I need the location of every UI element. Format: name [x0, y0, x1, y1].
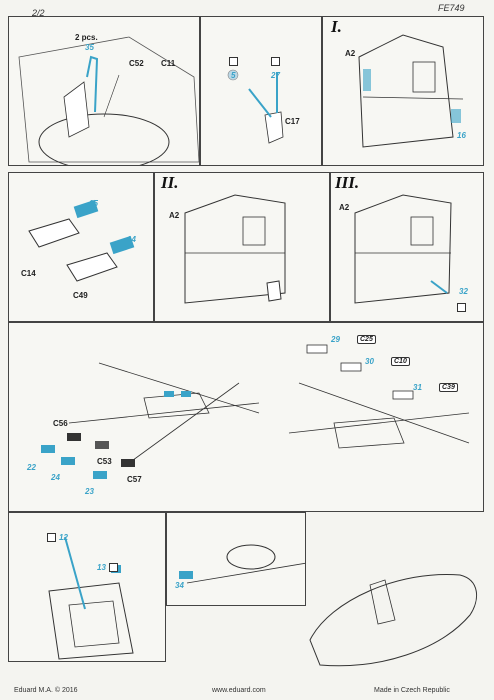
ref-c39: C39 [439, 383, 458, 392]
qty-label: 2 pcs. [75, 33, 98, 42]
part-29: 29 [331, 335, 340, 344]
footer-copyright: Eduard M.A. © 2016 [14, 687, 78, 694]
stick-drawing [227, 69, 284, 144]
part-12: 12 [59, 533, 68, 542]
part-c52: C52 [129, 59, 144, 68]
part-c56: C56 [53, 419, 68, 428]
check-box [457, 303, 466, 312]
nose-drawing [179, 544, 305, 584]
part-c17: C17 [285, 117, 300, 126]
part-35: 35 [85, 43, 94, 52]
panel-step-two: II. A2 [154, 172, 330, 322]
footer-website: www.eduard.com [212, 687, 266, 694]
part-13: 13 [97, 563, 106, 572]
step-three-label: III. [335, 173, 360, 192]
step-one-drawing [358, 34, 464, 148]
ref-c10: C10 [391, 357, 410, 366]
check-box [109, 563, 118, 572]
part-27: 27 [271, 71, 280, 80]
part-30: 30 [365, 357, 374, 366]
part-15: 15 [89, 199, 98, 208]
check-box [229, 57, 238, 66]
part-a2: A2 [345, 49, 356, 58]
panel-nose: 34 [166, 512, 306, 606]
panel-step-one: I. A2 16 [322, 16, 484, 166]
part-c49: C49 [73, 291, 88, 300]
panel-seat: 12 13 [8, 512, 166, 662]
panel-rudder-pedals: 15 14 C14 C49 [8, 172, 154, 322]
page-number: 2/2 [32, 8, 45, 18]
part-23: 23 [85, 487, 94, 496]
part-16: 16 [457, 131, 466, 140]
pedals-drawing [28, 199, 135, 282]
part-22: 22 [27, 463, 36, 472]
panel-cockpit-tub: 2 pcs. 35 C52 C11 [8, 16, 200, 166]
part-c53: C53 [97, 457, 112, 466]
part-c14: C14 [21, 269, 36, 278]
check-box [47, 533, 56, 542]
part-34: 34 [175, 581, 184, 590]
step-three-drawing [354, 194, 452, 304]
check-box [271, 57, 280, 66]
part-a2: A2 [339, 203, 350, 212]
part-24: 24 [51, 473, 60, 482]
part-14: 14 [127, 235, 136, 244]
cockpit-tub-drawing [18, 36, 199, 165]
part-5: 5 [231, 71, 236, 80]
set-code: FE749 [438, 3, 465, 13]
part-a2: A2 [169, 211, 180, 220]
part-c57: C57 [127, 475, 142, 484]
bays-drawing [41, 344, 470, 479]
part-31: 31 [413, 383, 422, 392]
part-c11: C11 [161, 59, 176, 68]
panel-bays: 29 C25 30 C10 31 C39 C56 C53 C57 22 24 2… [8, 322, 484, 512]
step-two-label: II. [161, 173, 179, 192]
step-two-drawing [184, 194, 286, 304]
panel-stick: 5 27 C17 [200, 16, 322, 166]
ref-c25: C25 [357, 335, 376, 344]
part-32: 32 [459, 287, 468, 296]
footer-origin: Made in Czech Republic [374, 687, 450, 694]
panel-step-three: III. A2 32 [330, 172, 484, 322]
step-one-label: I. [331, 17, 342, 36]
